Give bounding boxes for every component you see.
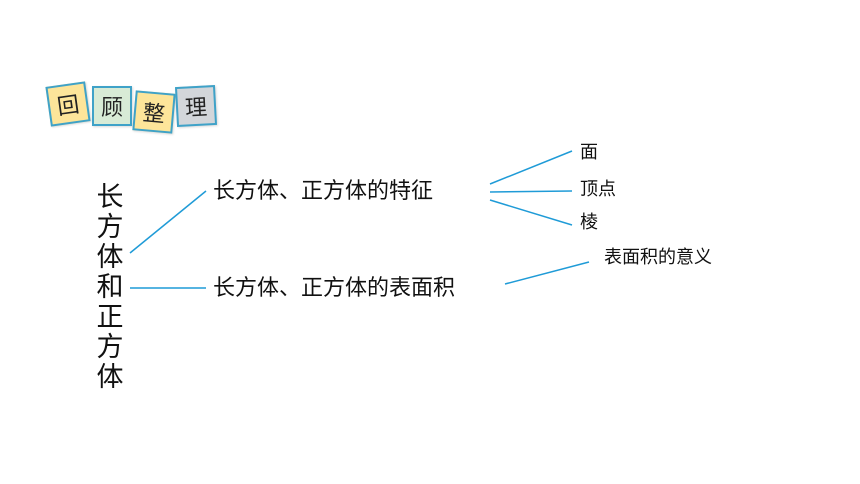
leaf-vertex: 顶点: [580, 179, 616, 200]
badge-gu-text: 顾: [100, 96, 123, 121]
connector-branch1-edge: [489, 199, 573, 226]
connector-root-branch1: [129, 190, 207, 254]
branch-surface-area-label: 长方体、正方体的表面积: [213, 276, 456, 301]
badge-gu: 顾: [92, 86, 132, 126]
leaf-face: 面: [580, 142, 598, 163]
review-badge-group: 回 顾 整 理: [45, 78, 226, 138]
branch-features-label: 长方体、正方体的特征: [213, 179, 434, 204]
connector-branch1-vertex: [489, 190, 573, 193]
leaf-edge: 棱: [580, 212, 598, 233]
connector-branch1-face: [489, 150, 573, 185]
leaf-surface-area-meaning: 表面积的意义: [604, 247, 712, 268]
root-topic-title: 长方体和正方体: [96, 182, 124, 393]
connector-branch2-meaning: [504, 261, 590, 285]
